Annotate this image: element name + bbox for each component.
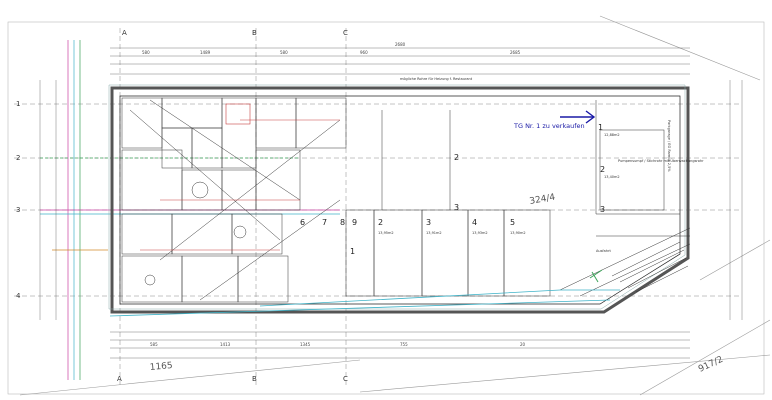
dim-lower-2: 1413: [220, 342, 231, 347]
dim-lower-5: 20: [520, 342, 526, 347]
axis-label-b-top: B: [252, 29, 257, 37]
bay-number-mid-2: 2: [454, 153, 459, 162]
bay-number-6: 6: [300, 218, 305, 227]
dim-upper-5: 2685: [510, 50, 521, 55]
note-parking: Parkgarage / EG Rampe 2,5%: [667, 120, 671, 172]
bay-areas: 13,95m2 13,91m2 13,93m2 13,90m2 12,88m2 …: [378, 133, 620, 235]
green-markers: [589, 269, 603, 283]
dim-lower-3: 1345: [300, 342, 311, 347]
axis-label-c-bottom: C: [343, 375, 348, 383]
axis-label-3-left: 3: [16, 206, 20, 214]
axis-label-4-left: 4: [16, 292, 21, 300]
bay-area-6: 13,40m2: [604, 175, 620, 179]
bay-area-4: 13,90m2: [510, 231, 526, 235]
bay-area-3: 13,93m2: [472, 231, 488, 235]
note-pump-room: Pumpensumpf / Stichrohr mit Überwachungs…: [618, 158, 704, 163]
dimension-labels: 2680 580 1489 580 960 2685 585 1413 1345…: [142, 42, 526, 347]
dim-upper-2: 1489: [200, 50, 211, 55]
bay-number-5: 5: [510, 218, 515, 227]
dim-overall-top: 2680: [395, 42, 406, 47]
dim-lower-4: 755: [400, 342, 408, 347]
bay-number-8: 8: [340, 218, 345, 227]
ramp: [559, 227, 691, 297]
red-pipes: [140, 103, 340, 251]
note-heating-pipes: mögliche Rohre für Heizung f. Restaurant: [400, 77, 473, 81]
slab-edge: [109, 289, 620, 317]
axis-label-a-top: A: [122, 29, 127, 37]
bay-number-7: 7: [322, 218, 327, 227]
bay-area-2: 13,91m2: [426, 231, 442, 235]
sheet-frame: [7, 21, 765, 395]
axis-label-b-bottom: B: [252, 375, 257, 383]
parcel-label-324-4: 324/4: [529, 193, 557, 207]
bay-number-4: 4: [472, 218, 477, 227]
sale-note: TG Nr. 1 zu verkaufen: [513, 122, 585, 130]
dim-upper-3: 580: [280, 50, 288, 55]
parcel-label-1165: 1165: [149, 361, 173, 373]
bay-number-9: 9: [352, 218, 357, 227]
building-walls: [108, 84, 690, 314]
dim-upper-4: 960: [360, 50, 368, 55]
bay-number-3: 3: [426, 218, 431, 227]
bay-number-right-1: 1: [598, 123, 603, 132]
bay-number-right-2: 2: [600, 165, 605, 174]
axis-labels: A B C A B C 1 2 3 4: [16, 29, 348, 383]
bay-numbers: 1 2 3 4 5 6 7 8 9 1 2 3 2 3: [300, 123, 605, 256]
axis-label-a-bottom: A: [117, 375, 122, 383]
dimension-chains: [39, 47, 743, 359]
bay-number-1: 1: [350, 247, 355, 256]
axis-label-c-top: C: [343, 29, 348, 37]
bay-number-mid-3: 3: [454, 203, 459, 212]
dim-upper-1: 580: [142, 50, 150, 55]
sale-arrow: [560, 110, 596, 124]
plan-notes: mögliche Rohre für Heizung f. Restaurant…: [400, 77, 704, 253]
axis-label-1-left: 1: [16, 100, 20, 108]
dim-lower-1: 585: [150, 342, 158, 347]
bay-area-5: 12,88m2: [604, 133, 620, 137]
bay-area-1: 13,95m2: [378, 231, 394, 235]
bay-number-right-3: 3: [600, 205, 605, 214]
note-exit: Ausfahrt: [596, 249, 611, 253]
parcel-boundaries: [19, 15, 771, 396]
axis-label-2-left: 2: [16, 154, 20, 162]
bay-number-2: 2: [378, 218, 383, 227]
